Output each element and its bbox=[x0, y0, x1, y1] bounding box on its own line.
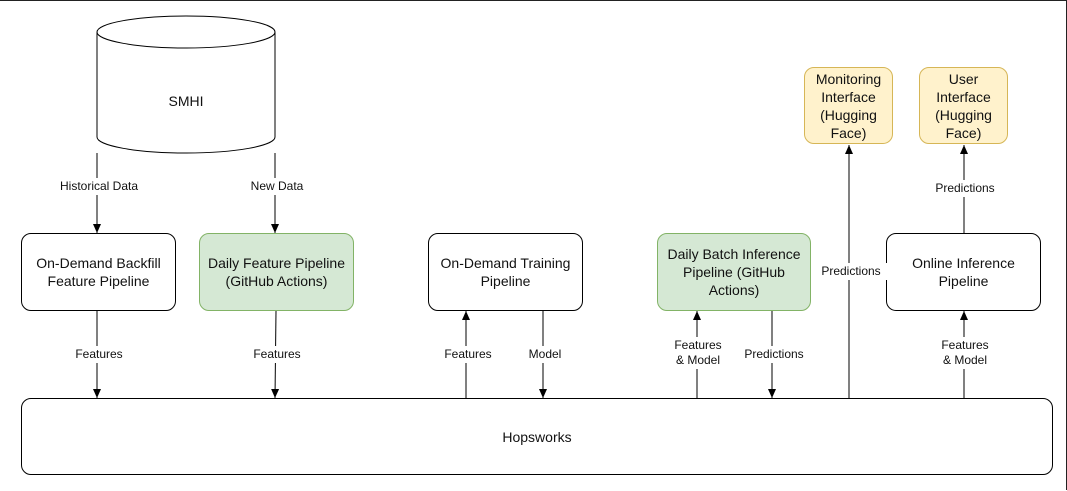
batch-inference-pipeline-box[interactable]: Daily Batch Inference Pipeline (GitHub A… bbox=[657, 233, 811, 311]
user-interface-box[interactable]: User Interface (Hugging Face) bbox=[919, 67, 1008, 144]
label-monitoring-predictions: Predictions bbox=[811, 263, 891, 280]
label-daily-features: Features bbox=[246, 346, 308, 363]
monitoring-interface-box[interactable]: Monitoring Interface (Hugging Face) bbox=[804, 67, 893, 144]
label-batch-features-model: Features & Model bbox=[663, 337, 733, 369]
backfill-feature-pipeline-box[interactable]: On-Demand Backfill Feature Pipeline bbox=[21, 233, 176, 311]
training-pipeline-box[interactable]: On-Demand Training Pipeline bbox=[428, 233, 583, 311]
online-inference-pipeline-box[interactable]: Online Inference Pipeline bbox=[886, 233, 1041, 311]
label-training-features: Features bbox=[437, 346, 499, 363]
label-historical-data: Historical Data bbox=[49, 178, 149, 195]
hopsworks-box[interactable]: Hopsworks bbox=[21, 398, 1053, 475]
smhi-database-shape bbox=[96, 15, 276, 154]
smhi-label: SMHI bbox=[168, 93, 204, 109]
label-ui-predictions: Predictions bbox=[925, 180, 1005, 197]
daily-feature-pipeline-box[interactable]: Daily Feature Pipeline (GitHub Actions) bbox=[199, 233, 354, 311]
label-online-features-model: Features & Model bbox=[929, 337, 1001, 369]
label-training-model: Model bbox=[520, 346, 570, 363]
label-backfill-features: Features bbox=[68, 346, 130, 363]
label-new-data: New Data bbox=[242, 178, 312, 195]
label-batch-predictions: Predictions bbox=[734, 346, 814, 363]
